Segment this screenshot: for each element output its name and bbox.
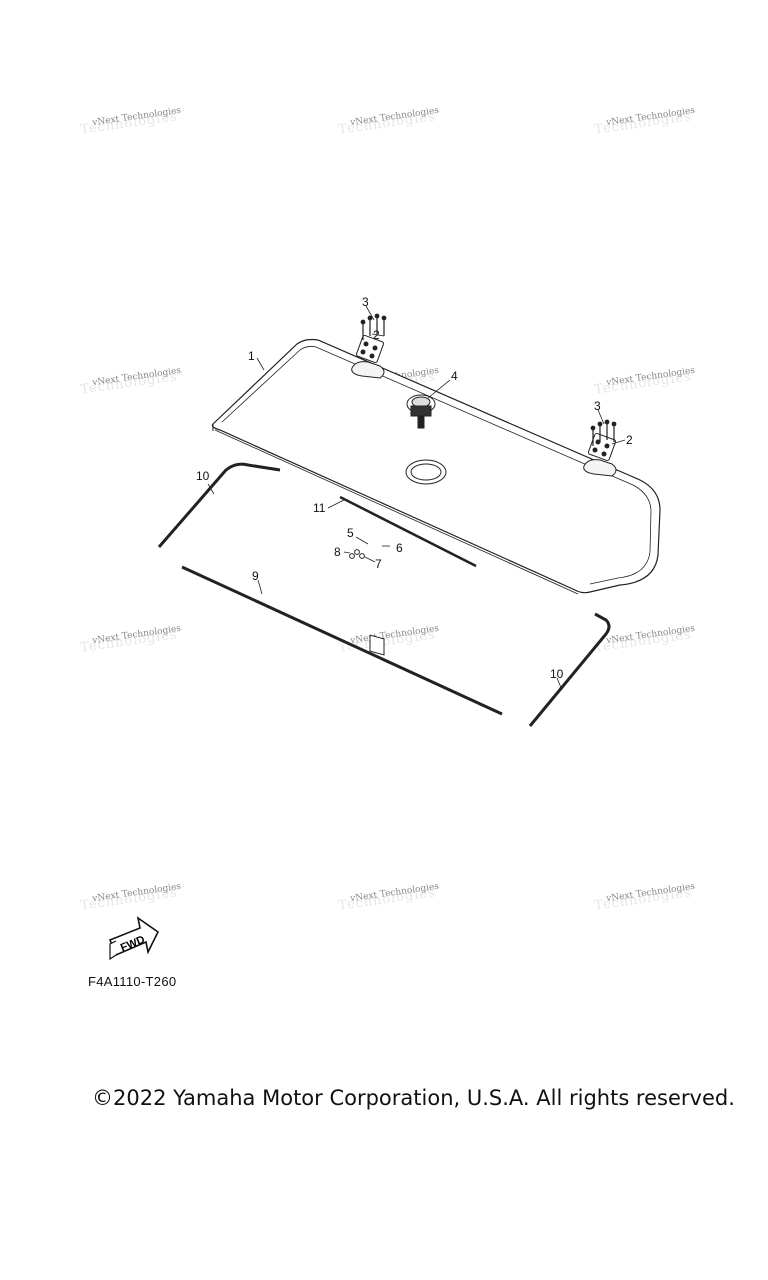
bracket-assembly [349,549,385,656]
callout-6: 6 [396,541,403,555]
fwd-arrow-icon: FWD [108,916,160,961]
callout-2-right: 2 [626,433,633,447]
callout-3-right: 3 [594,399,601,413]
screws-left [360,313,387,340]
panel-hole [405,459,447,485]
diagram-code: F4A1110-T260 [88,974,177,989]
callout-4: 4 [451,369,458,383]
hinge-recess-right [583,459,617,477]
hinge-left [355,334,385,364]
callout-9: 9 [252,569,259,583]
screws-right [590,419,617,446]
callout-8: 8 [334,545,341,559]
latch-knob [406,394,436,429]
callout-1: 1 [248,349,255,363]
trim-strip-11 [339,495,477,568]
callout-7: 7 [375,557,382,571]
callout-10-left: 10 [196,469,210,483]
hinge-recess-left [351,361,385,379]
callout-2-left: 2 [373,328,380,342]
trim-strip-10-left [157,462,281,548]
callout-11: 11 [313,501,326,515]
hinge-right [587,432,617,462]
callout-5: 5 [347,526,354,540]
callout-10-right: 10 [550,667,564,681]
trim-strip-9-highlight [181,569,503,718]
trim-strip-10-right [528,612,611,727]
callout-labels: 1 2 2 3 3 4 5 6 7 8 9 10 10 11 [196,295,633,681]
callout-3-left: 3 [362,295,369,309]
copyright-notice: ©2022 Yamaha Motor Corporation, U.S.A. A… [92,1086,735,1110]
trim-strip-9 [181,565,503,716]
leader-lines [207,305,626,691]
